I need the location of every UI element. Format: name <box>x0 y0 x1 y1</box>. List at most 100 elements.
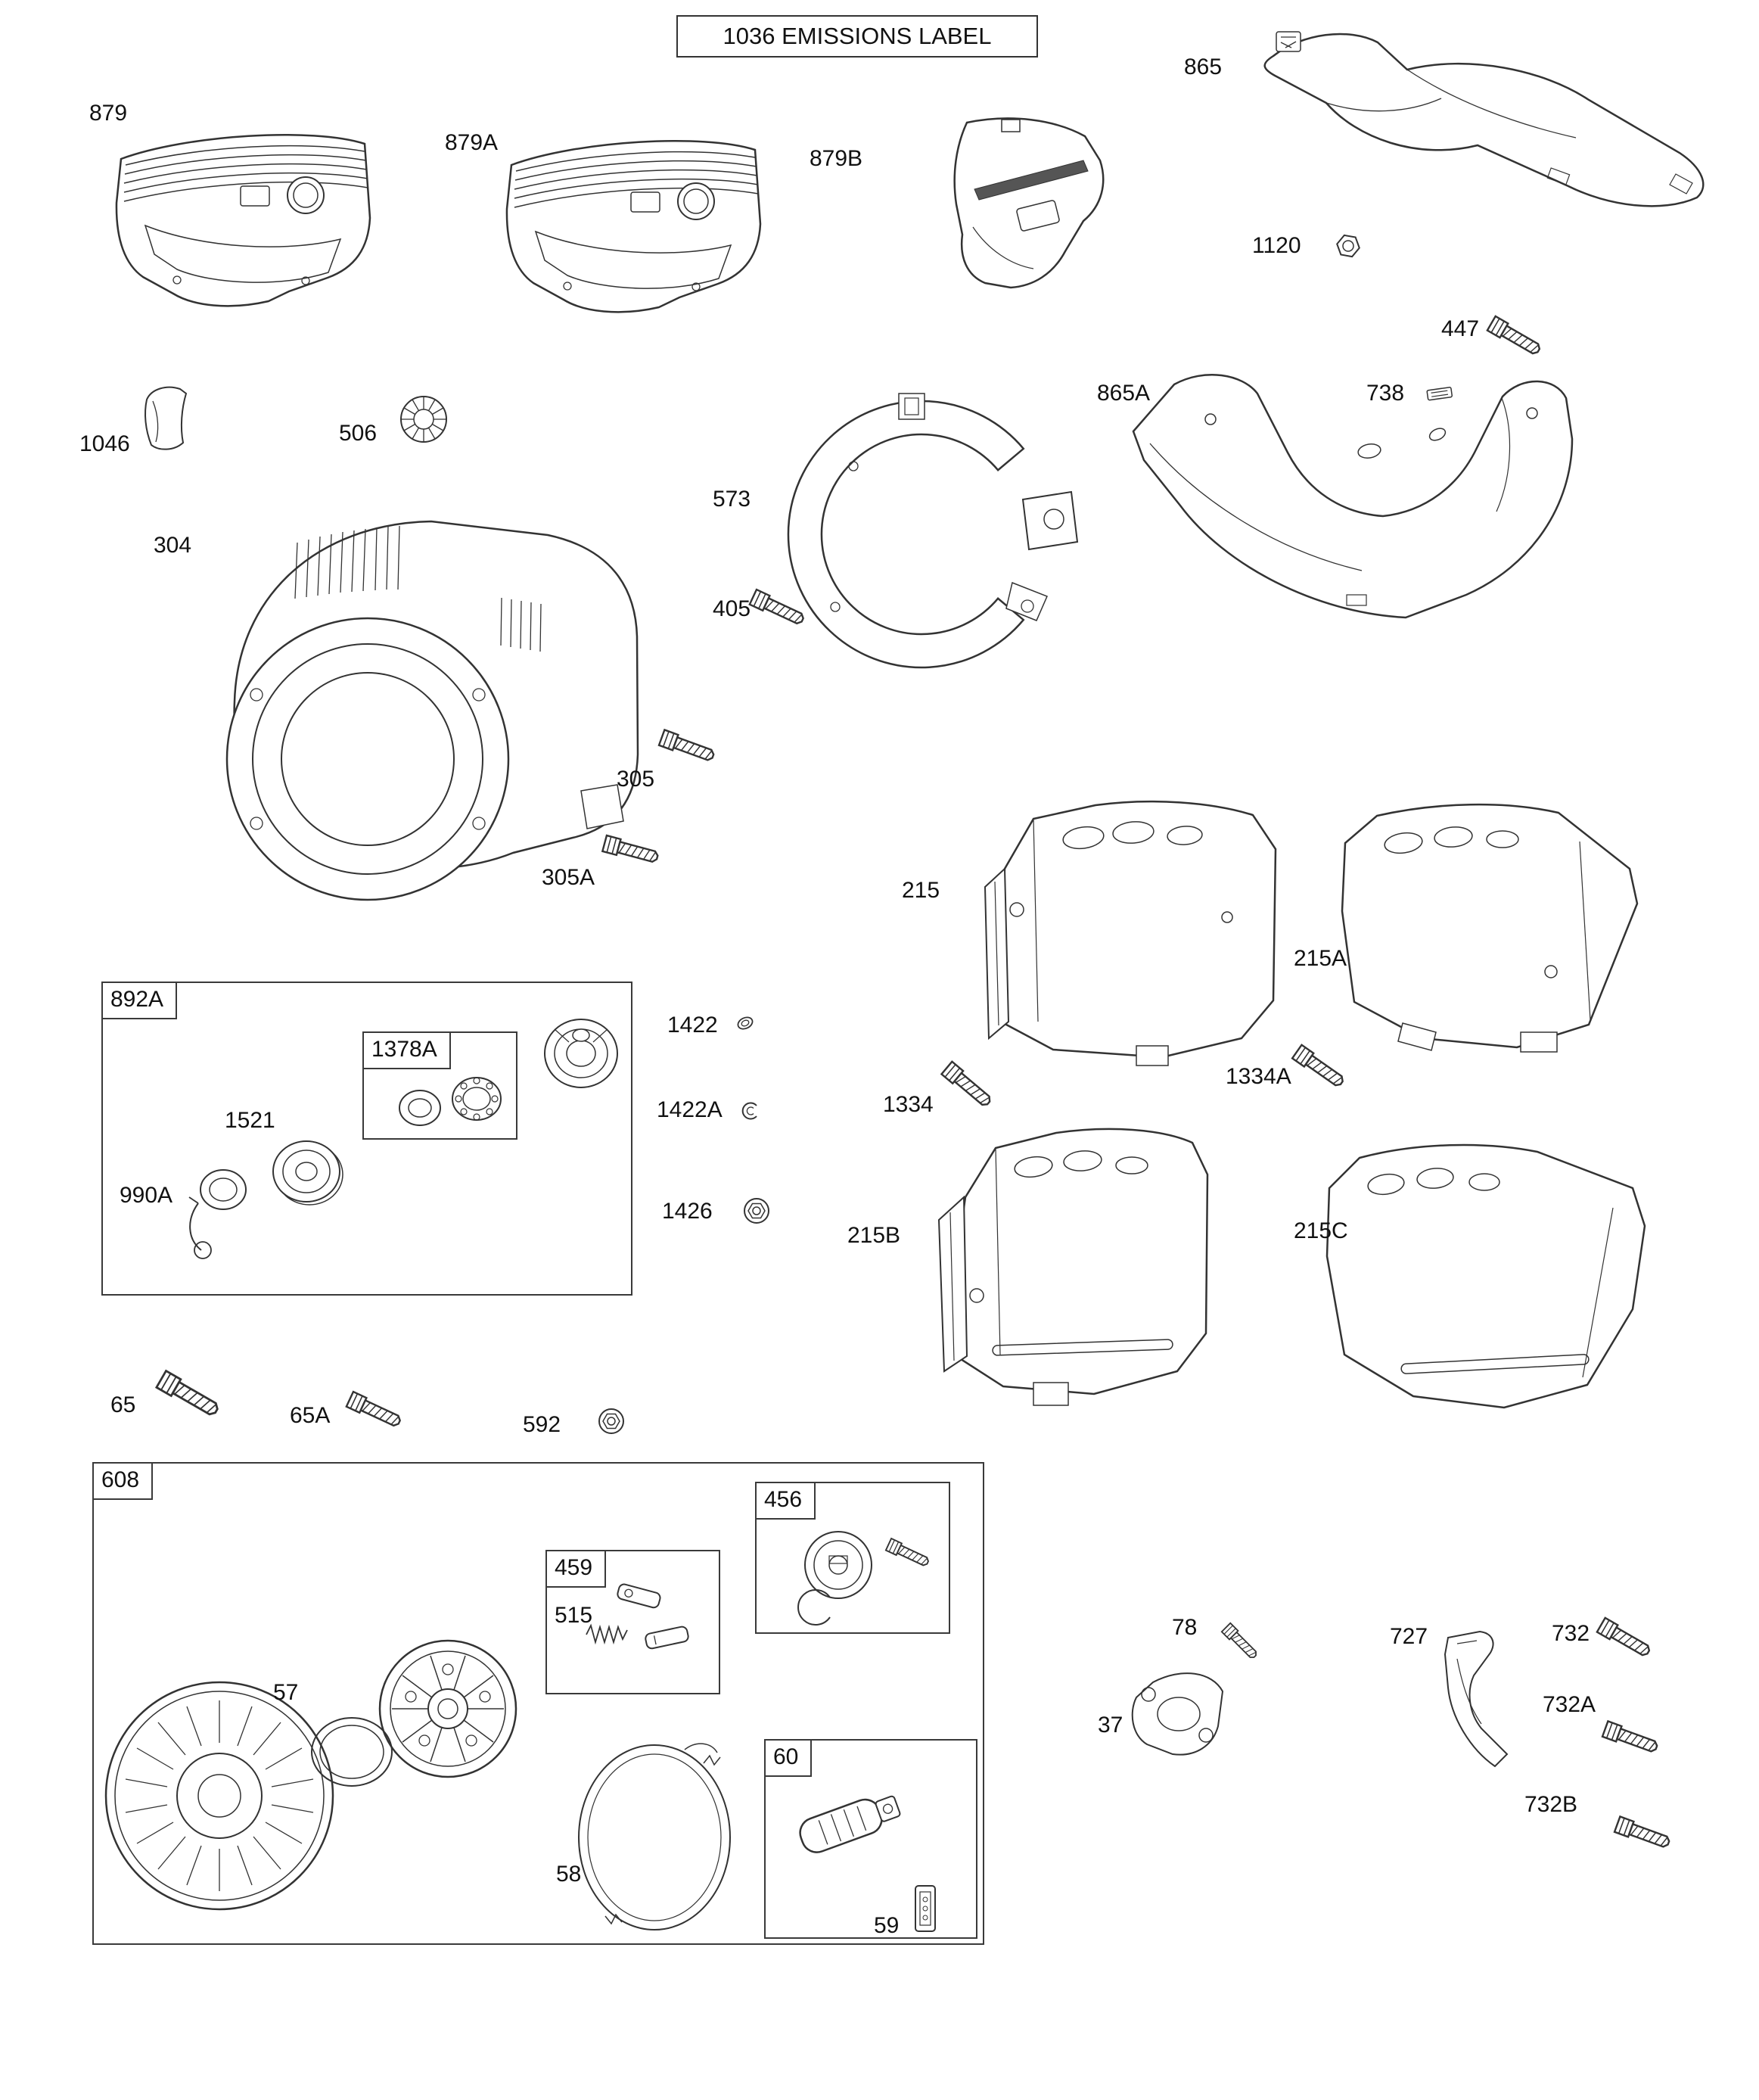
part-starter-retainer-ring <box>311 1717 393 1787</box>
part-1426-nut <box>744 1198 769 1224</box>
part-304-drawing <box>225 520 639 901</box>
part-59-insert <box>915 1885 936 1932</box>
group-label-892A: 892A <box>103 983 178 1019</box>
part-405-screw <box>748 588 807 629</box>
part-label-58: 58 <box>556 1862 582 1887</box>
group-box-892A: 892A <box>101 982 632 1296</box>
part-label-215A: 215A <box>1294 946 1347 971</box>
part-456-retainer <box>797 1531 872 1626</box>
group-box-1378A: 1378A <box>362 1031 517 1140</box>
part-1521-bearing <box>272 1140 343 1206</box>
part-label-1120: 1120 <box>1252 233 1301 258</box>
part-label-57: 57 <box>273 1680 299 1705</box>
part-215-drawing <box>984 800 1277 1066</box>
part-label-506: 506 <box>339 421 378 446</box>
part-label-405: 405 <box>713 596 751 621</box>
group-label-60: 60 <box>766 1741 813 1777</box>
part-label-1521: 1521 <box>225 1108 275 1133</box>
part-label-732B: 732B <box>1524 1792 1578 1817</box>
part-447-screw <box>1486 315 1544 359</box>
part-label-592: 592 <box>523 1412 561 1437</box>
group-box-456: 456 <box>755 1482 950 1634</box>
part-865-drawing <box>1263 31 1705 207</box>
group-box-60: 60 <box>764 1739 977 1939</box>
part-label-65: 65 <box>110 1392 136 1417</box>
part-label-1046: 1046 <box>79 431 130 456</box>
part-215C-drawing <box>1325 1143 1646 1409</box>
part-label-447: 447 <box>1441 316 1480 341</box>
part-label-515: 515 <box>555 1603 593 1628</box>
part-1378A-bearing <box>452 1077 502 1121</box>
part-starter-housing-drawing <box>104 1681 334 1911</box>
part-727-bracket <box>1444 1630 1509 1768</box>
part-label-1426: 1426 <box>662 1199 713 1224</box>
part-732-screw <box>1596 1616 1654 1660</box>
part-738-clip <box>1426 387 1453 401</box>
part-label-37: 37 <box>1098 1713 1123 1738</box>
part-1378A-seal <box>399 1090 441 1126</box>
part-label-59: 59 <box>874 1913 900 1938</box>
group-label-459: 459 <box>547 1551 607 1588</box>
part-215B-drawing <box>937 1128 1209 1406</box>
part-label-573: 573 <box>713 487 751 512</box>
part-990A-drawing <box>188 1169 247 1259</box>
part-1334-screw <box>940 1060 995 1110</box>
part-1046-drawing <box>145 386 188 450</box>
part-label-215B: 215B <box>847 1223 901 1248</box>
part-label-732A: 732A <box>1543 1692 1596 1717</box>
part-label-65A: 65A <box>290 1403 331 1428</box>
part-label-1334A: 1334A <box>1226 1064 1291 1089</box>
part-label-1334: 1334 <box>883 1092 934 1117</box>
part-label-304: 304 <box>154 533 192 558</box>
part-515-spring <box>586 1623 628 1645</box>
part-506-star-washer <box>400 396 447 443</box>
part-label-215: 215 <box>902 878 940 903</box>
part-732A-screw <box>1601 1720 1661 1756</box>
part-label-738: 738 <box>1366 381 1405 406</box>
part-label-879: 879 <box>89 101 128 126</box>
part-label-879A: 879A <box>445 130 499 155</box>
part-732B-screw <box>1613 1815 1673 1852</box>
group-label-456: 456 <box>757 1483 816 1520</box>
part-label-990A: 990A <box>120 1183 173 1208</box>
part-label-215C: 215C <box>1294 1218 1348 1243</box>
part-label-727: 727 <box>1390 1624 1428 1649</box>
part-label-305: 305 <box>617 767 655 792</box>
part-865A-drawing <box>1132 374 1574 619</box>
part-label-78: 78 <box>1172 1615 1198 1640</box>
group-label-608: 608 <box>94 1464 154 1500</box>
part-879-drawing <box>115 133 371 307</box>
part-592-nut <box>598 1408 624 1434</box>
part-58-spring <box>578 1743 731 1930</box>
group-box-459: 459 <box>545 1550 720 1694</box>
part-label-1422A: 1422A <box>657 1097 723 1122</box>
part-60-handle <box>799 1795 901 1853</box>
part-1422-washer <box>737 1016 754 1030</box>
part-label-732: 732 <box>1552 1621 1590 1646</box>
part-78-screw <box>1220 1622 1260 1662</box>
part-573-drawing <box>787 393 1079 669</box>
part-1334A-screw <box>1291 1044 1347 1090</box>
part-305-screw <box>657 729 717 765</box>
part-65-screw <box>155 1370 222 1420</box>
part-57-pulley-drawing <box>378 1639 517 1778</box>
part-1422A-retainer-ring <box>741 1102 757 1120</box>
part-label-305A: 305A <box>542 865 595 890</box>
part-label-865A: 865A <box>1097 381 1151 406</box>
part-459-pawl-1 <box>617 1583 661 1609</box>
part-1120-nut <box>1334 233 1363 259</box>
group-label-1378A: 1378A <box>364 1033 451 1069</box>
part-65A-screw <box>345 1390 404 1431</box>
part-37-gasket <box>1131 1672 1224 1756</box>
part-879A-drawing <box>505 139 762 313</box>
part-892A-cup <box>544 1019 618 1088</box>
part-305A-screw <box>601 834 660 866</box>
part-label-1422: 1422 <box>667 1013 718 1038</box>
group-box-608: 608 <box>92 1462 984 1945</box>
part-215A-drawing <box>1341 803 1639 1053</box>
emissions-label-title: 1036 EMISSIONS LABEL <box>676 15 1038 58</box>
part-label-865: 865 <box>1184 54 1223 79</box>
part-label-879B: 879B <box>810 146 863 171</box>
